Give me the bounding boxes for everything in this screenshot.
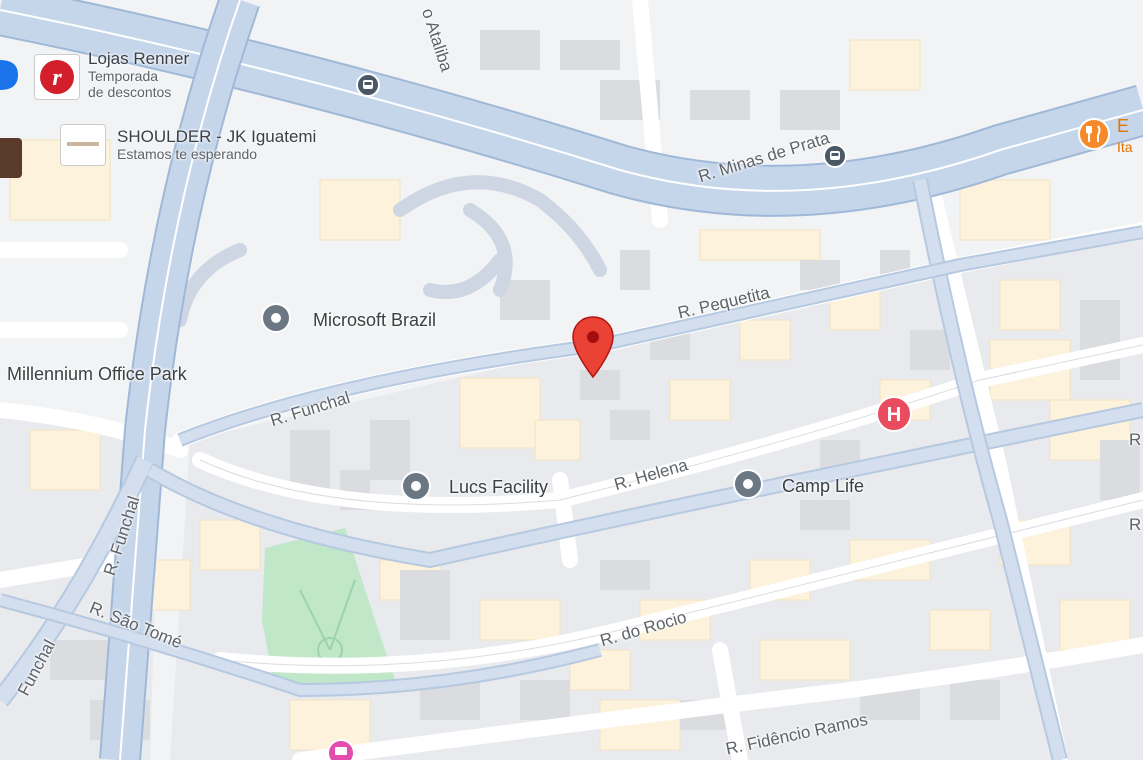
business-subtitle: Temporada <box>88 68 159 84</box>
business-title: Lojas Renner <box>88 49 190 68</box>
place-marker-icon[interactable] <box>399 469 433 503</box>
business-title: SHOULDER - JK Iguatemi <box>117 127 317 146</box>
business-shoulder[interactable]: SHOULDER - JK Iguatemi Estamos te espera… <box>117 127 316 162</box>
restaurant-sublabel: Ita <box>1117 139 1133 155</box>
red-location-pin-icon[interactable] <box>570 315 616 379</box>
poi-label[interactable]: Microsoft Brazil <box>313 310 437 330</box>
business-renner[interactable]: Lojas Renner Temporada de descontos <box>88 49 189 100</box>
svg-text:H: H <box>887 404 901 426</box>
place-marker-icon[interactable] <box>259 301 293 335</box>
poi-label[interactable]: Lucs Facility <box>449 477 549 497</box>
business-subtitle: Estamos te esperando <box>117 146 258 162</box>
partial-thumbnail <box>0 138 22 178</box>
park-area <box>262 528 395 690</box>
bus-stop-icon[interactable] <box>355 72 381 98</box>
hospital-icon[interactable]: H <box>874 394 914 434</box>
restaurant-label: E <box>1117 116 1130 136</box>
street-label-partial: R <box>1129 515 1142 534</box>
place-marker-icon[interactable] <box>731 467 765 501</box>
poi-label[interactable]: Camp Life <box>782 476 865 496</box>
restaurant-icon[interactable] <box>1076 116 1112 152</box>
partial-blue-icon <box>0 60 18 90</box>
poi-label[interactable]: Millennium Office Park <box>7 364 187 384</box>
renner-logo-icon[interactable]: r <box>34 54 80 100</box>
shopping-icon[interactable] <box>326 738 356 760</box>
shoulder-logo-icon[interactable] <box>60 124 106 166</box>
svg-text:r: r <box>52 65 62 91</box>
street-label-partial: R <box>1129 430 1142 449</box>
bus-stop-icon[interactable] <box>822 143 848 169</box>
business-subtitle-line2: de descontos <box>88 84 172 100</box>
